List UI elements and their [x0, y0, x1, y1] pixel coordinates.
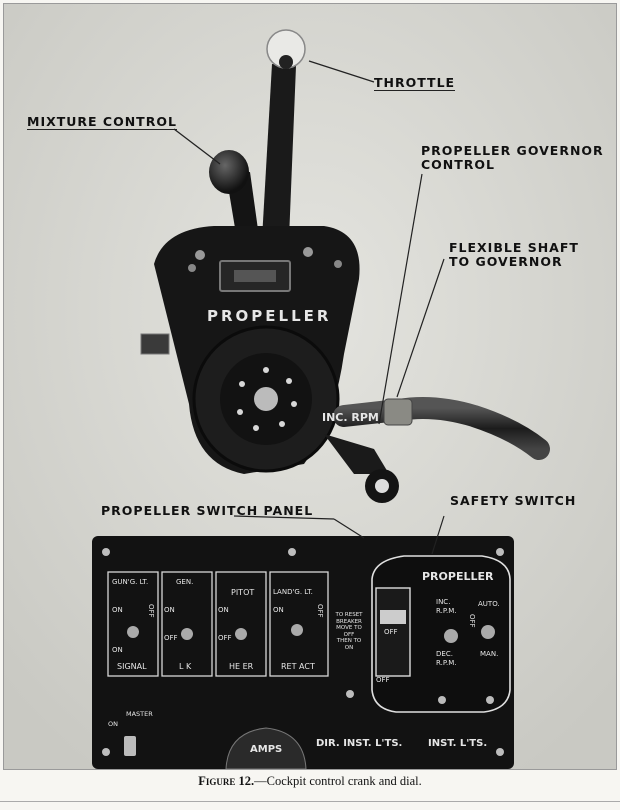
inc-rpm-switch-label: INC. R.P.M. — [436, 598, 456, 616]
flexible-shaft — [333, 397, 550, 460]
callout-prop-governor-line2: CONTROL — [421, 157, 496, 172]
gun-signal-title: GUN'G. LT. — [112, 578, 149, 586]
callout-safety-switch: SAFETY SWITCH — [450, 493, 577, 508]
callout-flexible-shaft: FLEXIBLE SHAFT TO GOVERNOR — [449, 241, 579, 269]
dir-inst-label: DIR. INST. L'TS. — [316, 738, 403, 749]
inc-rpm-line: R.P.M. — [436, 607, 457, 615]
reset-note-line: THEN TO — [336, 638, 362, 644]
inst-label: INST. L'TS. — [428, 738, 488, 749]
safety-off-label: OFF — [376, 676, 390, 684]
photo-frame: THROTTLE MIXTURE CONTROL PROPELLER GOVER… — [3, 3, 617, 770]
landing-off: OFF — [316, 604, 324, 618]
callout-mixture-control: MIXTURE CONTROL — [27, 114, 177, 130]
figure-caption-text: —Cockpit control crank and dial. — [254, 774, 422, 788]
master-on: ON — [108, 720, 118, 728]
throttle-lever — [262, 64, 296, 239]
gen-title: GEN. — [176, 578, 194, 586]
callout-flexible-shaft-line1: FLEXIBLE SHAFT — [449, 240, 579, 255]
safety-toggle-off: OFF — [384, 628, 398, 636]
dec-rpm-switch-label: DEC. R.P.M. — [436, 650, 456, 668]
reset-note-line: OFF — [343, 631, 355, 638]
auto-label: AUTO. — [478, 600, 500, 608]
gun-signal-on2: ON — [112, 646, 123, 654]
shaft-coupling — [383, 398, 413, 426]
amps-gauge — [225, 727, 307, 769]
dec-rpm-line: R.P.M. — [436, 659, 457, 667]
reset-note-line: ON — [344, 644, 354, 651]
callout-flexible-shaft-line2: TO GOVERNOR — [449, 254, 563, 269]
safety-toggle — [375, 587, 411, 677]
bottom-rule — [0, 801, 620, 802]
master-switch — [124, 736, 136, 756]
master-label: MASTER — [126, 710, 153, 718]
callout-throttle: THROTTLE — [374, 75, 456, 91]
dec-rpm-line: DEC. — [436, 650, 453, 658]
callout-prop-governor-line1: PROPELLER GOVERNOR — [421, 143, 604, 158]
crank-arm — [324, 434, 389, 474]
figure-caption: Figure 12.—Cockpit control crank and dia… — [0, 774, 620, 789]
pitot-bottom: HE ER — [229, 662, 254, 671]
crank-nameplate-label: PROPELLER — [207, 307, 332, 325]
mixture-knob — [209, 150, 249, 194]
reset-note-line: BREAKER — [336, 618, 362, 625]
cockpit-photo-illustration — [4, 4, 616, 769]
inc-rpm-label: INC. RPM — [322, 411, 379, 424]
reset-note-line: MOVE TO — [336, 625, 362, 631]
landing-on: ON — [273, 606, 284, 614]
figure-caption-label: Figure 12. — [198, 774, 255, 788]
safety-off-vertical: OFF — [468, 614, 476, 628]
landing-bottom: RET ACT — [281, 662, 315, 671]
pitot-off: OFF — [218, 634, 232, 642]
amps-label: AMPS — [250, 744, 283, 755]
gen-bottom: L K — [179, 662, 192, 671]
reset-note-line: TO RESET — [335, 612, 363, 618]
pitot-title: PITOT — [231, 588, 255, 597]
gun-signal-on: ON — [112, 606, 123, 614]
callout-prop-governor: PROPELLER GOVERNOR CONTROL — [421, 144, 604, 172]
callout-switch-panel: PROPELLER SWITCH PANEL — [101, 503, 314, 518]
gen-on: ON — [164, 606, 175, 614]
gun-signal-bottom: SIGNAL — [117, 662, 147, 671]
gun-signal-off: OFF — [147, 604, 155, 618]
safety-box-title: PROPELLER — [422, 570, 494, 583]
landing-title: LAND'G. LT. — [273, 588, 313, 596]
gen-off: OFF — [164, 634, 178, 642]
pitot-on: ON — [218, 606, 229, 614]
side-fitting — [140, 333, 170, 355]
reset-note: TO RESET BREAKER MOVE TO OFF THEN TO ON — [330, 612, 368, 651]
man-label: MAN. — [480, 650, 499, 658]
inc-rpm-line: INC. — [436, 598, 451, 606]
